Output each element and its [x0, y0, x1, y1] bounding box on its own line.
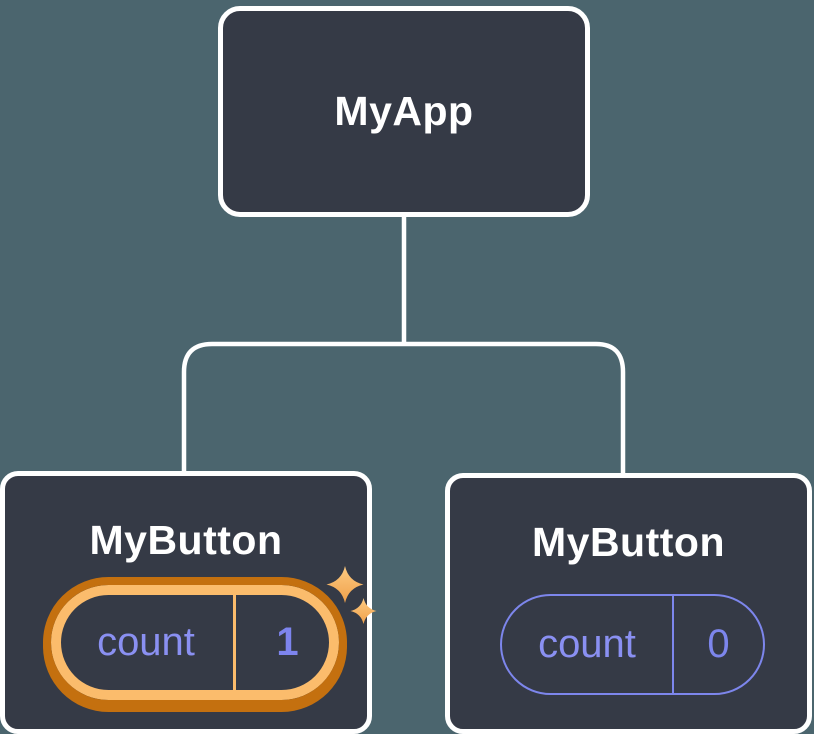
state-pill-highlighted: count 1: [43, 577, 347, 708]
state-value-cell: 0: [674, 596, 763, 693]
connector-branch: [181, 341, 626, 476]
state-value-label: 1: [276, 620, 299, 664]
state-name-cell: count: [502, 596, 672, 693]
sparkle-small: [350, 598, 377, 624]
state-pill-plain: count 0: [500, 594, 765, 695]
sparkles-icon: [326, 566, 377, 624]
pill-divider: [672, 596, 674, 693]
tree-node-child-left: MyButton count 1: [0, 471, 377, 734]
sparkle-large: [326, 566, 364, 603]
state-value-label: 0: [707, 622, 730, 666]
state-value-cell: 1: [236, 585, 339, 700]
state-name-cell: count: [51, 585, 233, 700]
pill-divider: [233, 595, 236, 690]
tree-node-child-right: MyButton count 0: [445, 473, 812, 734]
root-node-label: MyApp: [334, 88, 474, 134]
left-node-label: MyButton: [89, 517, 283, 563]
state-name-label: count: [538, 622, 636, 666]
right-node-label: MyButton: [531, 519, 725, 565]
tree-node-root: MyApp: [218, 6, 590, 217]
state-name-label: count: [97, 620, 195, 664]
